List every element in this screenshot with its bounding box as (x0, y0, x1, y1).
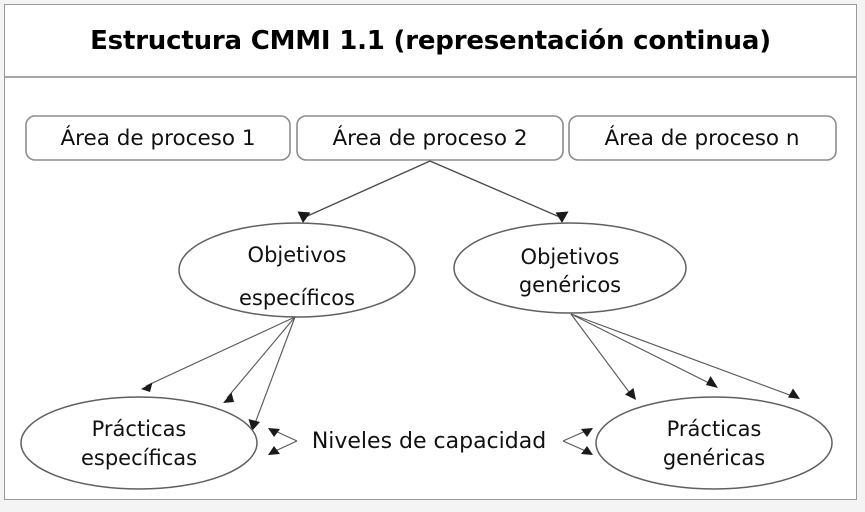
arrowhead (268, 446, 280, 455)
generic-goals-node[interactable]: Objetivos genéricos (453, 222, 687, 314)
edge-generic-goals-to-practices-2 (570, 313, 718, 388)
cmmi-structure-diagram: Área de proceso 1 Área de proceso 2 Área… (20, 115, 837, 490)
edge-pa2-to-specific-goals (297, 160, 431, 223)
arrowhead (581, 428, 593, 437)
edge-specific-goals-to-practices-2 (223, 316, 296, 403)
arrowhead (555, 211, 569, 223)
generic-goals-label-line1: Objetivos (521, 245, 620, 269)
arrowhead (788, 388, 800, 399)
capability-levels-left-connector (268, 428, 298, 455)
title-bar: Estructura CMMI 1.1 (representación cont… (5, 5, 856, 78)
diagram-canvas: Área de proceso 1 Área de proceso 2 Área… (5, 78, 856, 499)
process-area-1-rect (25, 115, 291, 161)
specific-practices-label-line2: específicas (81, 446, 197, 470)
capability-levels-label: Niveles de capacidad (312, 429, 546, 454)
arrowhead (581, 446, 593, 455)
process-area-2-rect (296, 115, 564, 161)
edge-pa2-to-generic-goals (429, 160, 569, 223)
diagram-page: Estructura CMMI 1.1 (representación cont… (4, 4, 857, 500)
process-area-1-label: Área de proceso 1 (60, 125, 255, 151)
generic-goals-ellipse (453, 222, 687, 314)
process-area-3-label: Área de proceso n (604, 125, 799, 151)
edge-generic-goals-to-practices-1 (570, 313, 636, 400)
generic-practices-node[interactable]: Prácticas genéricas (595, 396, 833, 490)
arrowhead (141, 382, 153, 392)
edge-generic-goals-to-practices-3 (570, 313, 800, 399)
specific-practices-ellipse (20, 396, 258, 490)
specific-goals-label-line1: Objetivos (248, 243, 347, 267)
arrowhead (625, 388, 636, 400)
process-area-box-3[interactable]: Área de proceso n (568, 115, 837, 161)
specific-practices-label-line1: Prácticas (92, 417, 187, 441)
arrowhead (297, 211, 311, 223)
process-area-2-label: Área de proceso 2 (332, 125, 527, 151)
specific-goals-node[interactable]: Objetivos específicos (178, 222, 416, 318)
process-area-box-1[interactable]: Área de proceso 1 (25, 115, 291, 161)
generic-practices-label-line2: genéricas (663, 446, 765, 470)
generic-goals-label-line2: genéricos (519, 273, 621, 297)
arrowhead (706, 376, 718, 388)
process-area-3-rect (568, 115, 837, 161)
generic-practices-ellipse (595, 396, 833, 490)
edge-specific-goals-to-practices-3 (248, 316, 296, 431)
capability-levels-right-connector (562, 428, 593, 455)
specific-practices-node[interactable]: Prácticas específicas (20, 396, 258, 490)
arrowhead (223, 392, 234, 403)
generic-practices-label-line1: Prácticas (667, 417, 762, 441)
specific-goals-ellipse (178, 222, 416, 318)
specific-goals-label-line2: específicos (239, 286, 355, 310)
arrowhead (268, 428, 280, 437)
page-title: Estructura CMMI 1.1 (representación cont… (90, 25, 771, 56)
edge-specific-goals-to-practices-1 (141, 316, 296, 392)
process-area-box-2[interactable]: Área de proceso 2 (296, 115, 564, 161)
